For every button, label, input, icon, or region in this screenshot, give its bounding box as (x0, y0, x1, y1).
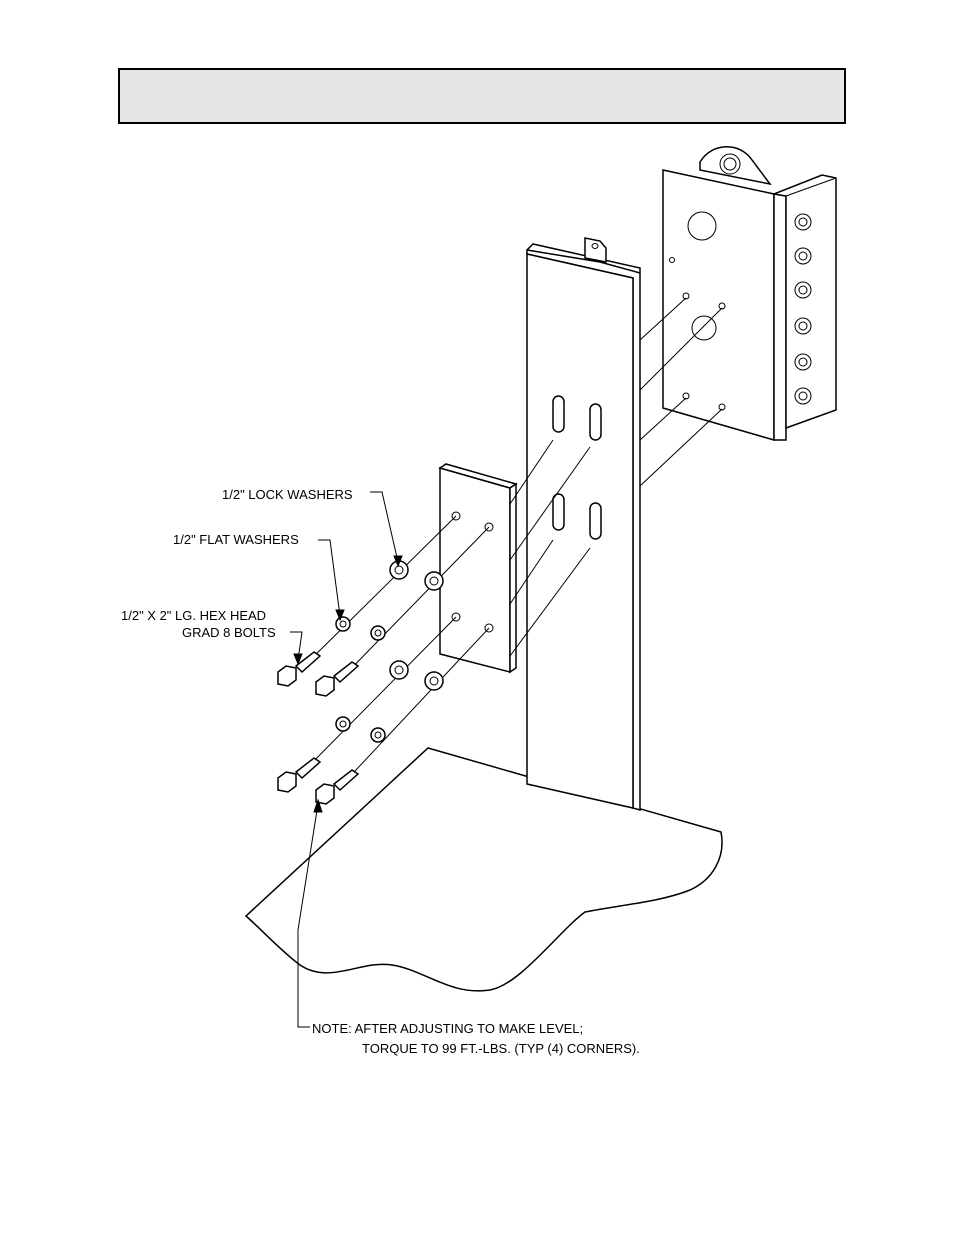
lock-washers (389, 560, 444, 691)
note-line1: NOTE: AFTER ADJUSTING TO MAKE LEVEL; (312, 1021, 584, 1036)
label-bolt-line1: 1/2" X 2" LG. HEX HEAD (121, 608, 267, 623)
hex-bolts (277, 651, 360, 805)
flat-washers (335, 616, 386, 743)
header-box (118, 68, 846, 124)
right-bracket (662, 146, 837, 441)
label-lock-washers: 1/2" LOCK WASHERS (222, 487, 353, 502)
label-flat-washers: 1/2" FLAT WASHERS (173, 532, 299, 547)
alignment-lines (299, 297, 723, 788)
label-bolt-line2: GRAD 8 BOLTS (182, 625, 276, 640)
leader-lines (290, 491, 403, 1028)
shim-plate (438, 463, 518, 674)
note-line2: TORQUE TO 99 FT.-LBS. (TYP (4) CORNERS). (362, 1041, 640, 1056)
vertical-column (526, 237, 641, 811)
floor-slab (244, 747, 723, 992)
